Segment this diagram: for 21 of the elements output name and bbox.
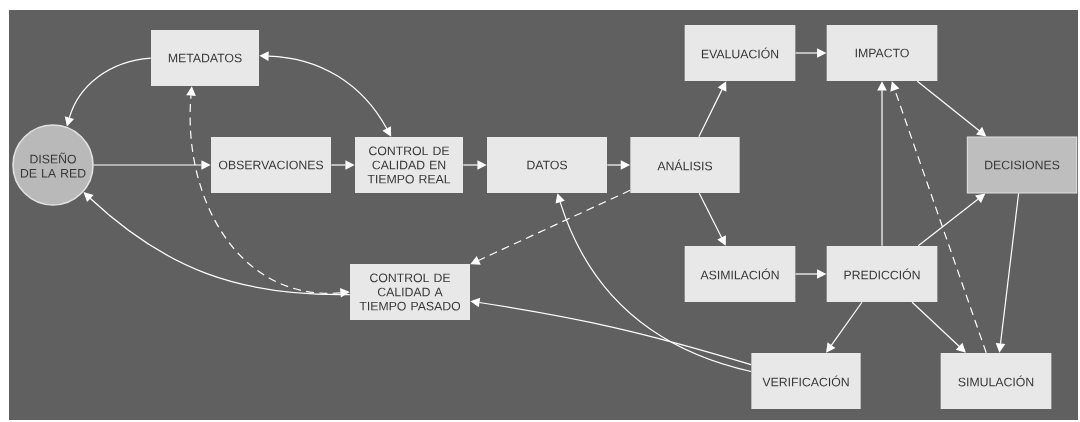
- process-box: CONTROL DE CALIDAD EN TIEMPO REAL: [355, 137, 463, 193]
- decision-box: DECISIONES: [966, 136, 1078, 194]
- process-box: IMPACTO: [826, 25, 938, 81]
- process-box: EVALUACIÓN: [684, 25, 796, 81]
- process-box: METADATOS: [151, 30, 259, 86]
- process-box: DATOS: [487, 137, 607, 193]
- process-box: VERIFICACIÓN: [751, 353, 861, 409]
- process-box: OBSERVACIONES: [211, 137, 331, 193]
- process-box: CONTROL DE CALIDAD A TIEMPO PASADO: [350, 264, 470, 320]
- process-box: ASIMILACIÓN: [684, 246, 796, 302]
- arrow: [698, 192, 726, 246]
- arrow: [555, 193, 752, 373]
- arrow: [826, 301, 863, 353]
- arrow: [911, 301, 966, 353]
- process-box: SIMULACIÓN: [940, 353, 1052, 409]
- process-box: PREDICCIÓN: [826, 246, 938, 302]
- process-box: ANÁLISIS: [630, 137, 740, 193]
- arrow: [890, 81, 987, 354]
- arrow: [470, 189, 631, 265]
- arrow: [698, 81, 727, 138]
- arrow: [83, 192, 351, 296]
